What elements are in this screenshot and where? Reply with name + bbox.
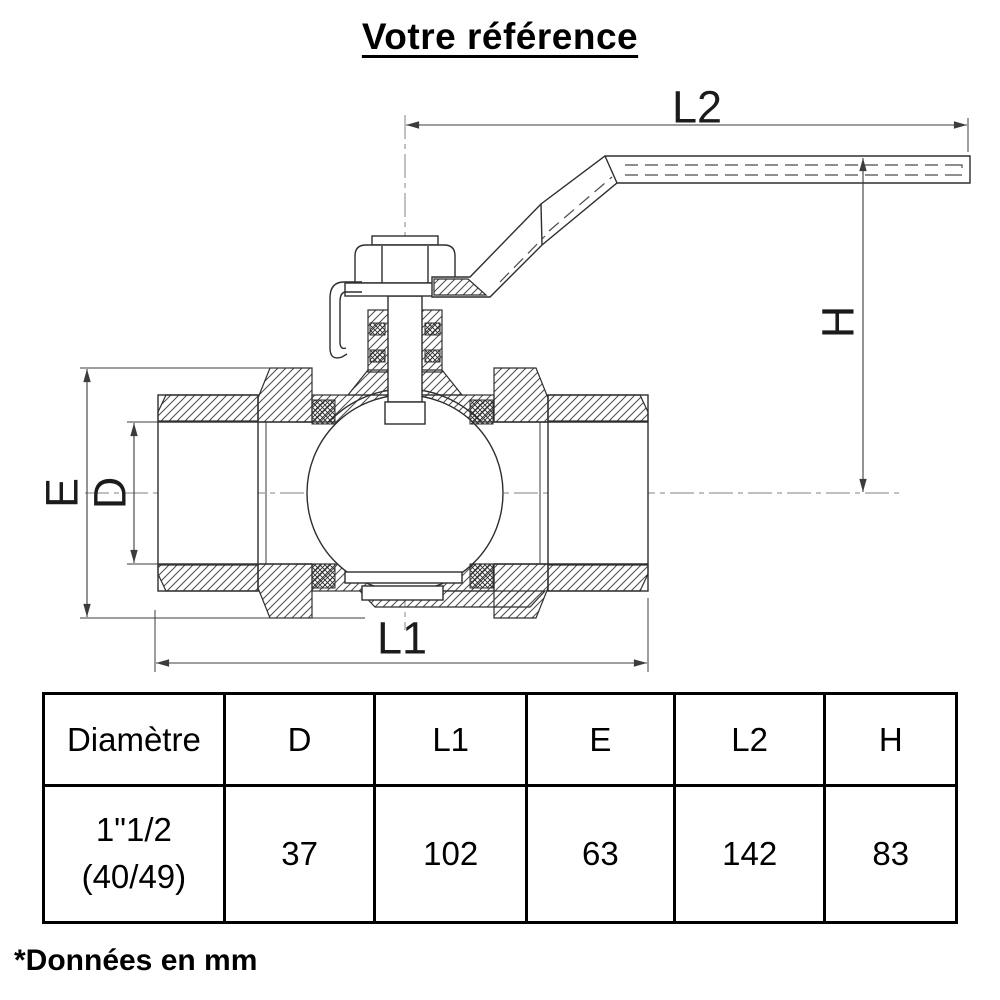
packing-ring: [369, 349, 386, 363]
header-d: D: [222, 692, 377, 787]
stem-top-plate: [371, 235, 439, 246]
dimensions: L2 H E D L1: [37, 82, 969, 672]
header-diametre: Diamètre: [42, 692, 226, 787]
bottom-retainer-inner: [361, 585, 444, 601]
cell-diametre: 1"1/2 (40/49): [42, 784, 226, 924]
header-l1: L1: [373, 692, 528, 787]
stem: [387, 295, 423, 403]
packing-ring: [424, 349, 441, 363]
handle-hidden-edge: [548, 176, 613, 232]
seat-top-left: [311, 399, 336, 425]
cell-l1: 102: [373, 784, 528, 924]
dimension-label-l1: L1: [377, 613, 427, 664]
stem-packing: [369, 322, 441, 363]
valve-body: [157, 235, 649, 619]
page-title: Votre référence: [361, 16, 639, 57]
dimension-d: D: [85, 421, 295, 565]
packing-ring: [424, 322, 441, 336]
table-row: 1"1/2 (40/49) 37 102 63 142 83: [42, 784, 958, 924]
cell-h: 83: [823, 784, 958, 924]
dimension-label-e: E: [37, 478, 88, 508]
handle-hub-section: [433, 278, 488, 296]
dimension-l1: L1: [154, 598, 649, 672]
cell-d: 37: [222, 784, 377, 924]
packing-ring: [369, 322, 386, 336]
cell-e: 63: [524, 784, 676, 924]
valve-technical-drawing: L2 H E D L1: [37, 82, 971, 672]
handle-crease-line: [604, 155, 618, 184]
header-l2: L2: [672, 692, 827, 787]
dimension-e: E: [37, 367, 365, 619]
seat-bottom-right: [469, 563, 494, 589]
dimensions-table: Diamètre D L1 E L2 H 1"1/2 (40/49) 37 10…: [42, 692, 958, 924]
handle-hidden-edge: [499, 235, 546, 283]
right-pipe-thread-bottom: [547, 564, 649, 592]
right-union-nut-top: [493, 367, 549, 423]
stem-hex-nut: [354, 244, 456, 284]
handle-lever: [431, 155, 971, 298]
locking-bracket: [329, 281, 362, 359]
right-pipe-thread-top: [547, 394, 649, 422]
header-h: H: [823, 692, 958, 787]
handle-fold-line: [540, 203, 543, 246]
dimension-h: H: [813, 157, 867, 493]
right-pipe-end: [547, 394, 649, 592]
seat-top-right: [469, 399, 494, 425]
table-header-row: Diamètre D L1 E L2 H: [42, 692, 958, 787]
left-pipe-thread-top: [157, 394, 259, 422]
left-pipe-thread-bottom: [157, 564, 259, 592]
left-union-nut-bottom: [257, 563, 313, 619]
ball-seats: [311, 399, 494, 589]
bottom-retainer-outer: [344, 571, 463, 584]
footnote: *Données en mm: [14, 944, 258, 977]
handle-end-fold: [952, 164, 963, 176]
dimension-label-d: D: [85, 477, 136, 510]
diameter-line1: 1"1/2: [95, 811, 172, 849]
left-union-nut-top: [257, 367, 313, 423]
dimension-l2: L2: [405, 82, 969, 152]
dimension-label-h: H: [813, 306, 864, 339]
seat-bottom-left: [311, 563, 336, 589]
valve-handle: [431, 155, 971, 298]
left-pipe-end: [157, 394, 259, 592]
header-e: E: [524, 692, 676, 787]
cell-l2: 142: [672, 784, 827, 924]
dimension-label-l2: L2: [672, 82, 722, 133]
diameter-line2: (40/49): [81, 858, 187, 895]
stem-tang: [384, 401, 426, 425]
page-title-wrap: Votre référence: [0, 16, 1000, 58]
